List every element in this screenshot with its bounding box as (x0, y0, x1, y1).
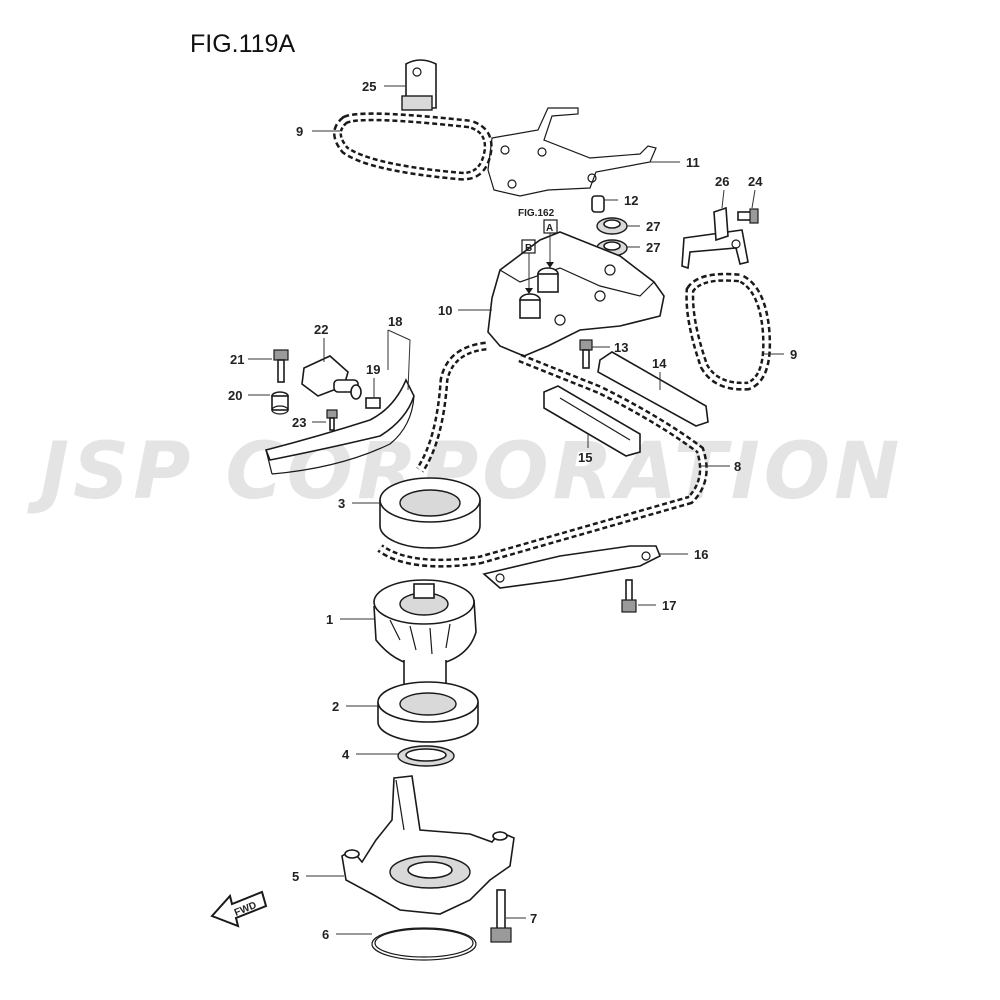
part-9-right-chain (685, 272, 772, 391)
callout-14[interactable]: 14 (652, 356, 667, 371)
callout-3[interactable]: 3 (338, 496, 345, 511)
callout-9-upper[interactable]: 9 (296, 124, 303, 139)
callout-23[interactable]: 25 (362, 79, 376, 94)
callout-18[interactable]: 18 (388, 314, 402, 329)
part-23-tensioner-clip (401, 59, 437, 111)
callout-15[interactable]: 15 (578, 450, 592, 465)
callout-9-right[interactable]: 9 (790, 347, 797, 362)
callout-8[interactable]: 8 (734, 459, 741, 474)
part-22-tensioner (301, 355, 362, 400)
part-3-bearing (379, 477, 481, 549)
part-11-gasket (487, 107, 657, 197)
callout-16[interactable]: 16 (694, 547, 708, 562)
part-6-o-ring (371, 927, 477, 961)
part-26-bolt (737, 208, 759, 224)
part-4-seal-ring (397, 745, 455, 767)
reference-box-b: B (525, 243, 532, 254)
reference-box-a: A (546, 223, 553, 234)
callout-21[interactable]: 21 (230, 352, 244, 367)
callout-6[interactable]: 6 (322, 927, 329, 942)
part-20-collar (271, 391, 289, 415)
part-12-dowel (591, 195, 605, 213)
callout-2[interactable]: 2 (332, 699, 339, 714)
part-7-bolt (490, 889, 512, 943)
callout-20[interactable]: 20 (228, 388, 242, 403)
callout-27-lower[interactable]: 27 (646, 240, 660, 255)
part-25-bolt (326, 409, 338, 431)
part-15-chain-guide (543, 385, 641, 457)
figure-title: FIG.119A (190, 30, 295, 58)
callouts: 25 9 11 12 27 27 26 24 10 13 9 14 15 8 2… (228, 79, 797, 942)
callout-4[interactable]: 4 (342, 747, 350, 762)
part-16-chain-guide (482, 545, 662, 589)
fwd-arrow-icon: FWD (210, 890, 268, 928)
part-8-timing-chain (377, 341, 708, 568)
callout-11[interactable]: 11 (686, 155, 700, 170)
callout-25[interactable]: 23 (292, 415, 306, 430)
part-2-bearing (377, 681, 479, 743)
callout-19[interactable]: 19 (366, 362, 380, 377)
part-21-bolt (273, 349, 289, 383)
part-10-housing (487, 231, 665, 357)
callout-12[interactable]: 12 (624, 193, 638, 208)
part-5-housing-base (341, 775, 515, 915)
callout-10[interactable]: 10 (438, 303, 452, 318)
callout-24[interactable]: 26 (715, 174, 729, 189)
callout-22[interactable]: 22 (314, 322, 328, 337)
callout-27-upper[interactable]: 27 (646, 219, 660, 234)
callout-5[interactable]: 5 (292, 869, 299, 884)
callout-13[interactable]: 13 (614, 340, 628, 355)
part-13-bolt (579, 339, 593, 369)
reference-figure-label[interactable]: FIG.162 (518, 208, 555, 219)
part-17-bolt (621, 579, 637, 613)
callout-1[interactable]: 1 (326, 612, 333, 627)
figure-reference[interactable]: FIG.162 A B (518, 208, 558, 294)
part-27-seal-upper (596, 217, 628, 235)
callout-26[interactable]: 24 (748, 174, 763, 189)
part-24-bracket (681, 206, 749, 270)
part-14-chain-guide (597, 351, 709, 427)
callout-7[interactable]: 7 (530, 911, 537, 926)
part-9-upper-chain (333, 112, 493, 181)
part-19-clip (365, 397, 381, 409)
part-1-gear (373, 579, 477, 690)
part-18-tensioner-arm (264, 378, 415, 475)
callout-17[interactable]: 17 (662, 598, 676, 613)
